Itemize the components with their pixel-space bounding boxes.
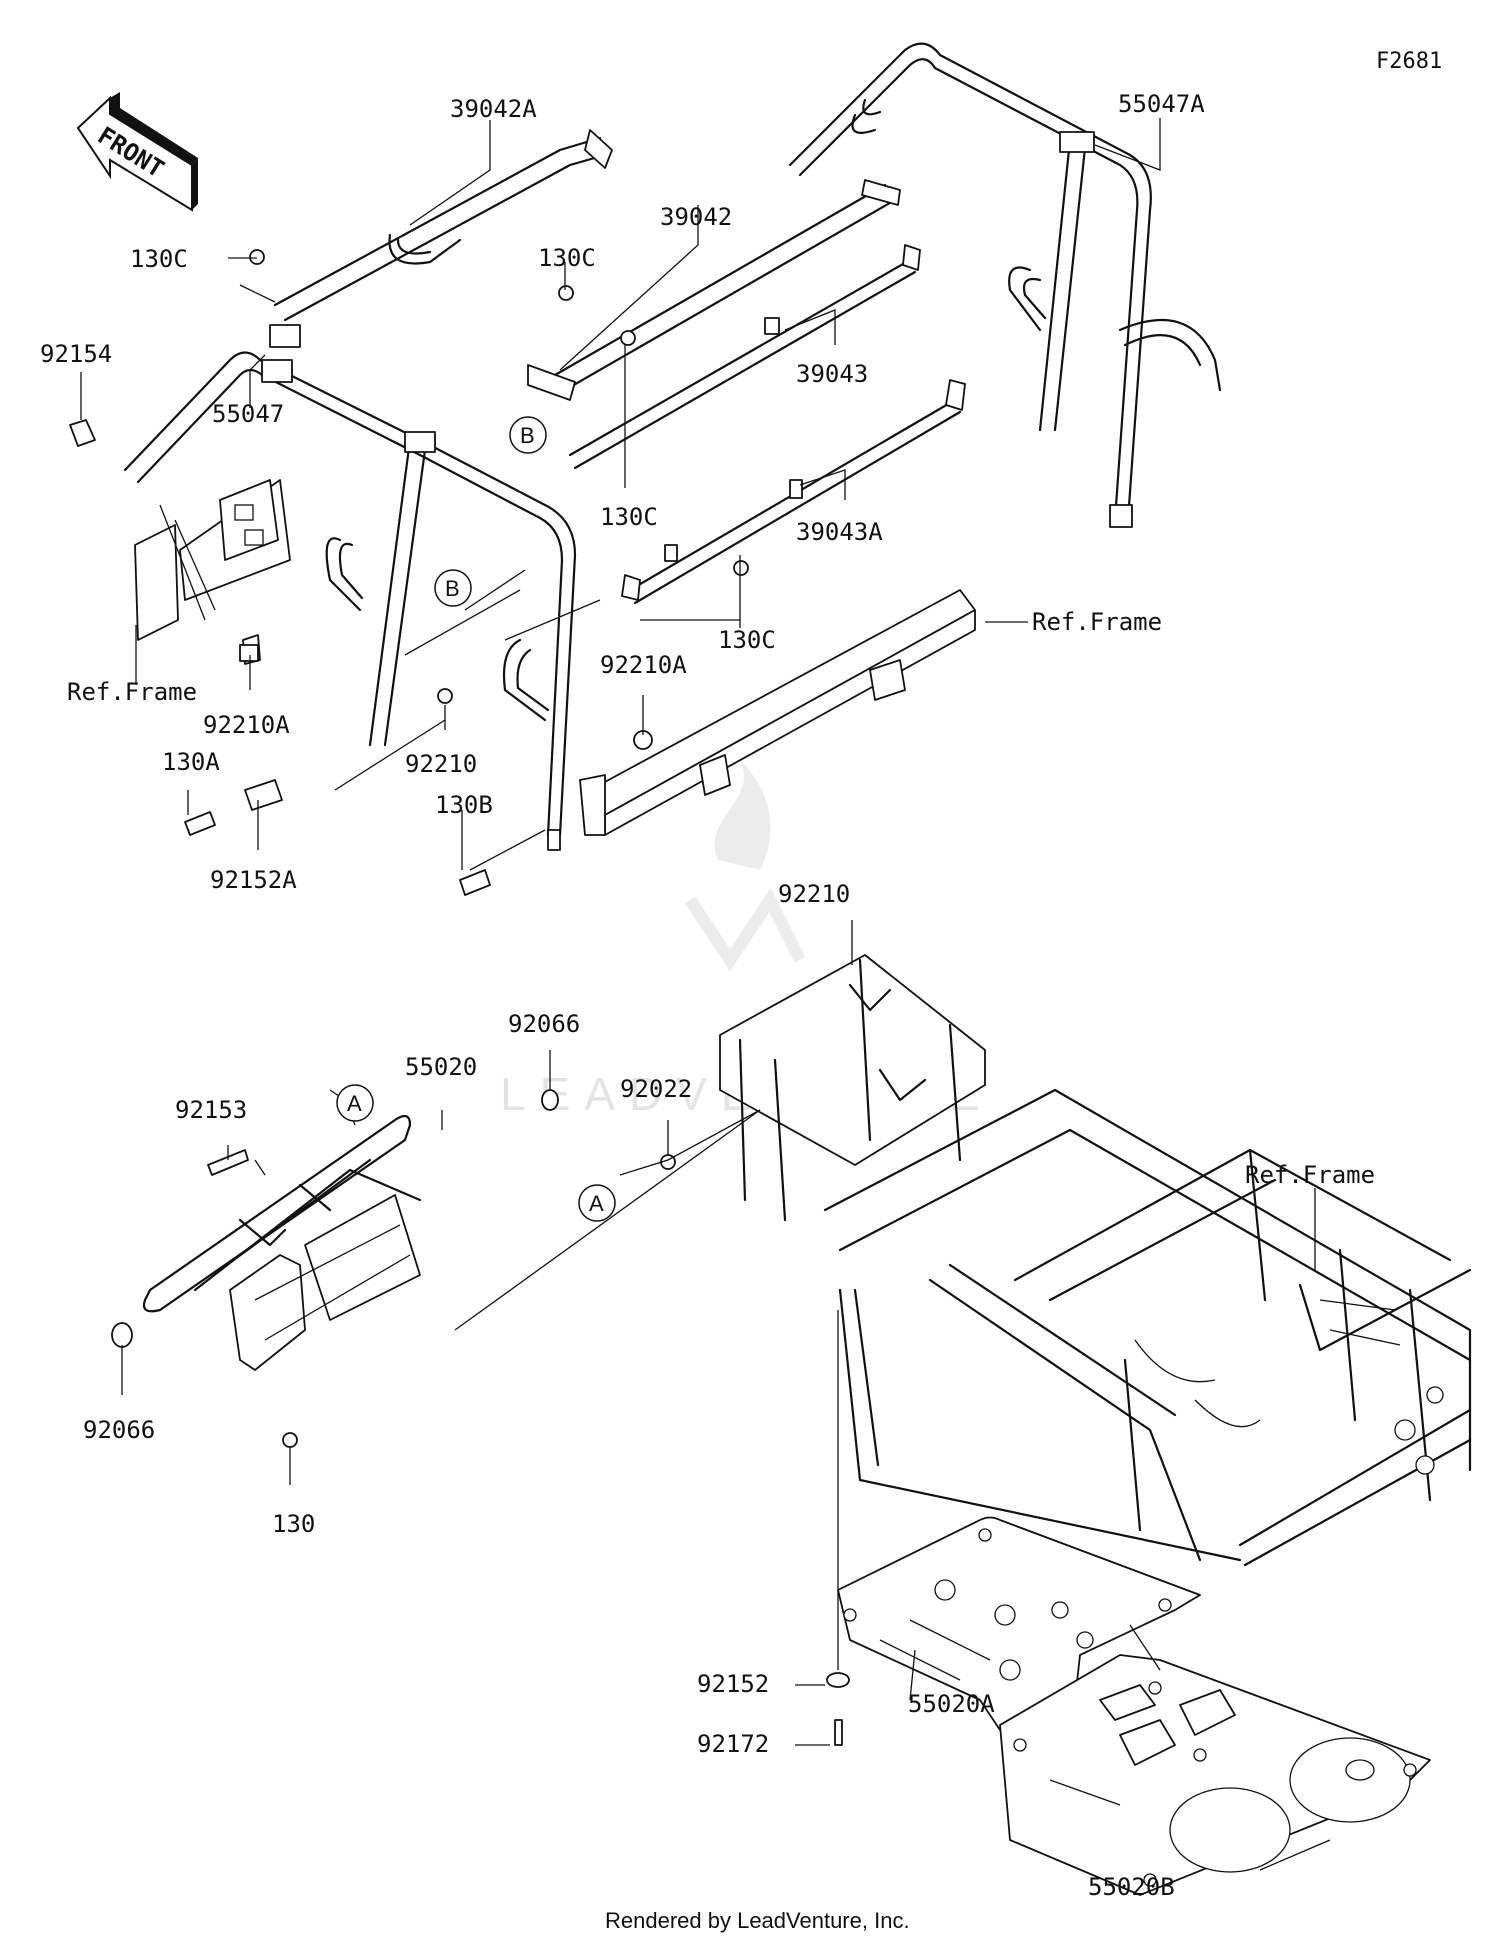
roll-cage-front [123, 351, 577, 851]
label-92154: 92154 [40, 340, 112, 368]
label-92210-2: 92210 [778, 880, 850, 908]
ref-circle-a-2-label: A [589, 1191, 604, 1216]
label-92022: 92022 [620, 1075, 692, 1103]
part-55020 [111, 1089, 676, 1448]
front-arrow-icon: FRONT [76, 92, 198, 212]
main-chassis-frame [719, 954, 1472, 1567]
fasteners-lower [826, 1672, 850, 1746]
part-55020B [999, 1654, 1431, 1896]
label-92210-1: 92210 [405, 750, 477, 778]
label-39043: 39043 [796, 360, 868, 388]
label-92152: 92152 [697, 1670, 769, 1698]
ref-frame-1: Ref.Frame [1032, 608, 1162, 636]
part-39042 [527, 179, 901, 401]
roll-cage-rear [788, 42, 1222, 528]
ref-circle-a-1-label: A [347, 1091, 362, 1116]
label-39042: 39042 [660, 203, 732, 231]
label-92152A: 92152A [210, 866, 297, 894]
label-130: 130 [272, 1510, 315, 1538]
label-130B: 130B [435, 791, 493, 819]
label-92066-1: 92066 [508, 1010, 580, 1038]
ref-frame-3: Ref.Frame [1245, 1161, 1375, 1189]
diagram-code: F2681 [1376, 49, 1442, 74]
label-55020: 55020 [405, 1053, 477, 1081]
label-39043A: 39043A [796, 518, 883, 546]
ref-frame-2: Ref.Frame [67, 678, 197, 706]
label-92210A-2: 92210A [203, 711, 290, 739]
ref-circle-a-1: A [336, 1084, 374, 1122]
label-55047: 55047 [212, 400, 284, 428]
label-39042A: 39042A [450, 95, 537, 123]
footer-credit: Rendered by LeadVenture, Inc. [605, 1908, 910, 1933]
label-55047A: 55047A [1118, 90, 1205, 118]
part-39043 [568, 244, 921, 470]
label-130A: 130A [162, 748, 220, 776]
label-92153: 92153 [175, 1096, 247, 1124]
side-frame-rail [579, 589, 976, 836]
part-39042A [269, 129, 613, 348]
label-130C-4: 130C [718, 626, 776, 654]
label-130C-2: 130C [538, 244, 596, 272]
label-92210A-1: 92210A [600, 651, 687, 679]
label-55020A: 55020A [908, 1690, 995, 1718]
label-92066-2: 92066 [83, 1416, 155, 1444]
label-130C-1: 130C [130, 245, 188, 273]
label-130C-3: 130C [600, 503, 658, 531]
front-mount-bracket [134, 479, 291, 665]
label-55020B: 55020B [1088, 1873, 1175, 1901]
label-92172: 92172 [697, 1730, 769, 1758]
ref-circle-b-2: B [434, 569, 472, 607]
ref-circle-a-2: A [578, 1184, 616, 1222]
ref-circle-b-1: B [509, 416, 547, 454]
ref-circle-b-2-label: B [445, 576, 460, 601]
part-39043A [621, 379, 966, 605]
ref-circle-b-1-label: B [520, 423, 535, 448]
